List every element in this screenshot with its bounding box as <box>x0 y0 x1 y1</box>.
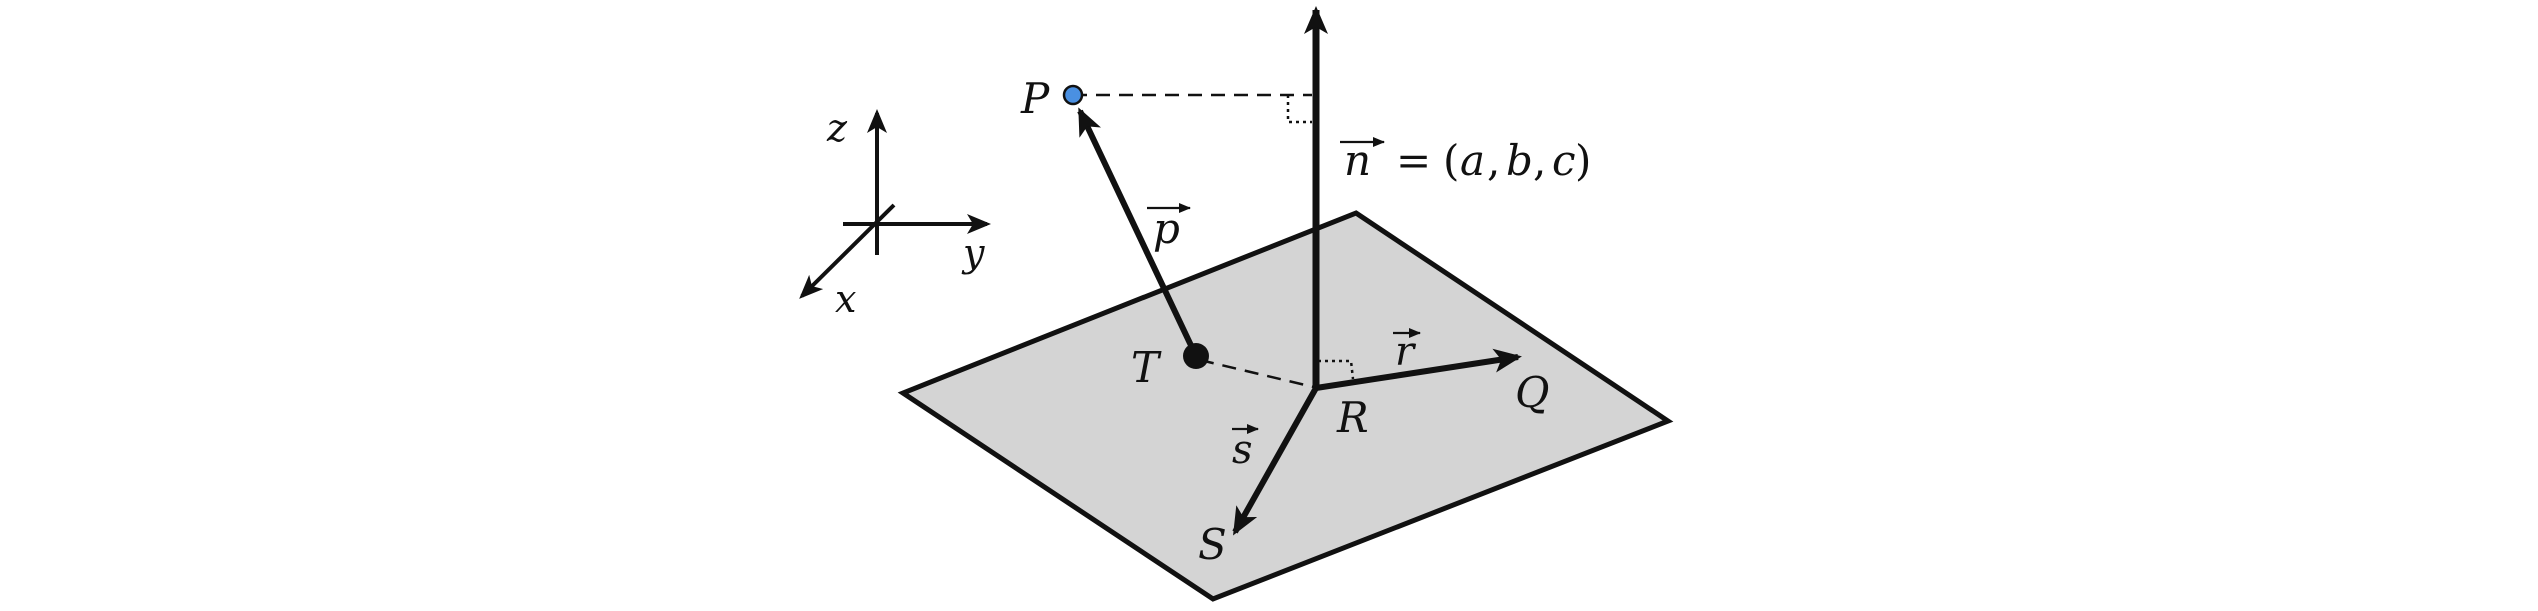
x-axis <box>799 203 896 299</box>
label-T: T <box>1131 343 1162 392</box>
vector-s-symbol: s <box>1232 427 1253 473</box>
close-paren: ) <box>1575 136 1591 185</box>
axes-icon: z y x <box>799 106 991 321</box>
vector-r-symbol: r <box>1395 329 1417 375</box>
vector-n-symbol: n <box>1344 136 1371 185</box>
vector-s-label: s <box>1232 424 1259 473</box>
label-S: S <box>1198 520 1227 569</box>
vector-p-label: p <box>1147 203 1191 253</box>
coef-b: b <box>1506 136 1533 185</box>
x-axis-label: x <box>835 277 856 321</box>
equals-sign: = <box>1396 136 1431 185</box>
line-t-r <box>1199 358 1319 390</box>
label-Q: Q <box>1515 368 1549 417</box>
right-angle-marker-top <box>1286 95 1312 124</box>
normal-equation-label: n = ( a , b , c ) <box>1340 136 1591 185</box>
coef-c: c <box>1552 136 1576 185</box>
vector-p-symbol: p <box>1153 204 1180 253</box>
comma-1: , <box>1487 136 1500 185</box>
point-T <box>1183 343 1209 369</box>
coef-a: a <box>1460 136 1485 185</box>
vector-p <box>1077 107 1199 358</box>
vector-r <box>1315 348 1522 391</box>
label-R: R <box>1336 393 1369 442</box>
comma-2: , <box>1533 136 1546 185</box>
plane <box>897 210 1674 602</box>
z-axis-label: z <box>826 106 848 150</box>
open-paren: ( <box>1443 136 1459 185</box>
label-P: P <box>1020 74 1050 123</box>
vector-s <box>1232 386 1319 536</box>
vector-r-label: r <box>1393 328 1421 375</box>
y-axis-label: y <box>961 231 985 275</box>
point-P <box>1062 84 1084 106</box>
